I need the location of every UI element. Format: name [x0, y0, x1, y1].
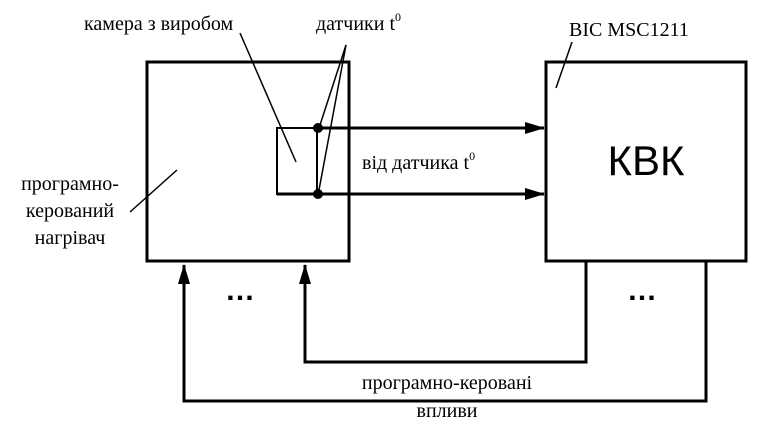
kvk-block — [544, 60, 748, 263]
influence-label-line2: впливи — [417, 400, 478, 422]
kvk-label: КВК — [608, 137, 685, 184]
heater-label-line1: програмно- — [21, 173, 119, 195]
heater-block — [145, 60, 351, 263]
sensors-label: датчики t0 — [316, 10, 401, 35]
mcu-label: ВІС MSC1211 — [569, 19, 689, 41]
sensor-leader-top — [319, 44, 347, 126]
sensor-dot-top — [313, 123, 323, 133]
sensor-dot-bottom — [313, 189, 323, 199]
camera-leader — [239, 32, 297, 163]
heater-label-line2: керований — [26, 200, 115, 222]
chamber-block — [276, 127, 318, 195]
camera-label: камера з виробом — [84, 13, 234, 35]
mcu-leader — [555, 41, 573, 89]
ellipsis-right: … — [627, 274, 663, 307]
ellipsis-left: … — [225, 274, 261, 307]
from-sensor-label: від датчика t0 — [362, 149, 475, 174]
control-path-inner — [299, 261, 588, 364]
heater-leader — [129, 169, 178, 213]
control-path-outer — [178, 261, 708, 403]
influence-label-line1: програмно-керовані — [362, 372, 533, 394]
sensor-leader-bottom — [318, 44, 347, 191]
heater-label-line3: нагрівач — [35, 227, 106, 249]
